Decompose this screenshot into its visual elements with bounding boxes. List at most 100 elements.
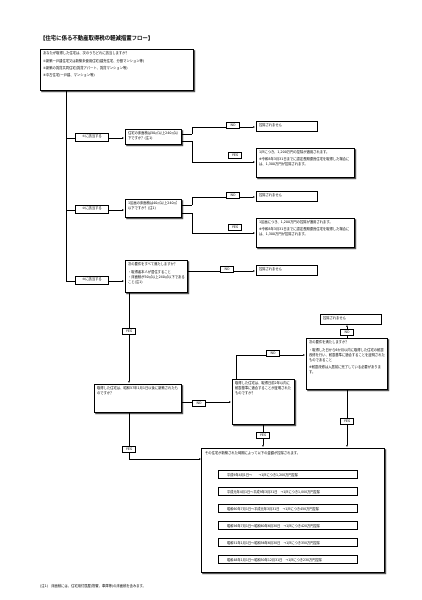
connector	[182, 205, 192, 206]
arrow-icon	[253, 125, 255, 128]
branch3-no-result-box: 控除されません	[256, 265, 318, 276]
branch2-question-box: 1区画の床面積は40㎡以上240㎡以下ですか？(注1)	[125, 199, 182, 218]
deduction-row: 昭和51年1月1日〜昭和56年6月30日 →1戸につき350万円控除	[218, 538, 358, 547]
branch1-yes-label: YES	[228, 152, 242, 159]
deduction-row: 平成9年4月1日〜 →1戸につき1,200万円控除	[218, 470, 358, 479]
extra-req-note: ※耐震改修は入居前に完了している必要があります。	[309, 365, 381, 375]
connector	[192, 162, 254, 163]
arrow-icon	[253, 160, 255, 163]
age-check-question: 取得した住宅は、昭和57年1月1日以後に新築されたものですか？	[97, 386, 178, 396]
quake-check-no-label: NO	[266, 350, 280, 357]
intro-question: あなたが取得した住宅は、次のうちどれに該当しますか？	[43, 51, 129, 56]
connector	[109, 210, 123, 211]
connector	[66, 281, 75, 282]
intro-option-3: ③中古住宅(一戸建、マンション等)	[43, 73, 95, 78]
branch2-yes-label: YES	[228, 224, 242, 231]
connector	[66, 91, 67, 281]
branch3-no-label: NO	[220, 266, 234, 273]
connector	[192, 197, 193, 205]
extra-req-no-result: 控除されません	[323, 316, 346, 321]
age-check-box: 取得した住宅は、昭和57年1月1日以後に新築されたものですか？	[94, 384, 182, 413]
branch2-yes-result-1: 1区画につき、1,200万円の控除が適用されます。	[259, 220, 333, 225]
connector	[182, 213, 192, 214]
connector	[129, 293, 130, 381]
extra-req-yes-label: YES	[340, 418, 354, 425]
age-check-no-label: NO	[192, 400, 206, 407]
extra-req-body: ・取得した日から6か月以内に取得した住宅の耐震改修を行い、耐震基準に適合すること…	[309, 348, 385, 362]
connector	[66, 138, 75, 139]
connector	[129, 413, 130, 459]
branch1-question-box: 住宅の床面積は50㎡以上240㎡以下ですか？(注1)	[125, 129, 182, 145]
branch1-no-result: 控除されません	[259, 123, 282, 128]
branch2-yes-result-2: ※令和8年3月31日までに認定長期優良住宅を取得した場合には、1,300万円が控…	[259, 227, 350, 236]
arrow-icon	[253, 269, 255, 272]
deduction-row: 昭和56年7月1日〜昭和60年6月30日 →1戸につき420万円控除	[218, 521, 358, 530]
connector	[192, 233, 254, 234]
quake-check-box: 取得した住宅は、取得日前2年以内に耐震基準に適合することが証明されたものですか？	[232, 379, 295, 425]
deduction-row: 昭和48年1月1日〜昭和50年12月31日 →1戸につき230万円控除	[218, 555, 358, 564]
branch1-no-result-box: 控除されません	[256, 121, 318, 132]
branch1-yes-result-1: 1戸につき、1,200万円の控除が適用されます。	[259, 150, 330, 155]
connector	[192, 213, 193, 233]
arrow-icon	[122, 279, 124, 282]
connector	[109, 281, 123, 282]
quake-check-yes-label: YES	[256, 432, 270, 439]
branch3-yes-label: YES	[122, 328, 136, 335]
arrow-icon	[253, 231, 255, 234]
arrow-icon	[303, 353, 305, 356]
arrow-icon	[122, 208, 124, 211]
extra-req-box: 次の要件を満たしますか？ ・取得した日から6か月以内に取得した住宅の耐震改修を行…	[306, 338, 388, 390]
branch2-no-result-box: 控除されません	[256, 191, 318, 202]
extra-req-no-label: NO	[340, 329, 354, 336]
arrow-icon	[345, 445, 348, 447]
branch1-yes-result-2: ※令和8年3月31日までに認定長期優良住宅を取得した場合には、1,300万円が控…	[259, 157, 350, 166]
arrow-icon	[199, 457, 201, 460]
branch2-question: 1区画の床面積は40㎡以上240㎡以下ですか？(注1)	[128, 201, 177, 211]
arrow-icon	[229, 400, 231, 403]
footnote: (注1) 床面積には、住宅用付属屋(物置、車庫等)の床面積を含みます。	[40, 584, 146, 588]
branch3-question: 次の要件をすべて満たしますか？	[128, 262, 178, 267]
deduction-table-header: その住宅が新築された時期によって以下の金額が控除されます。	[205, 451, 301, 455]
age-check-yes-label: YES	[122, 446, 136, 453]
branch3-label: ③に該当する	[75, 276, 109, 285]
arrow-icon	[122, 136, 124, 139]
arrow-icon	[345, 325, 348, 327]
branch2-no-label: NO	[226, 192, 240, 199]
connector	[192, 127, 253, 128]
branch1-question: 住宅の床面積は50㎡以上240㎡以下ですか？(注1)	[128, 131, 179, 141]
intro-option-2: ②新築の賃貸共同住宅(賃貸アパート、賃貸マンション等)	[43, 65, 128, 70]
branch2-yes-result-box: 1区画につき、1,200万円の控除が適用されます。 ※令和8年3月31日までに認…	[256, 218, 355, 248]
connector	[192, 141, 193, 162]
branch1-label: ①に該当する	[75, 133, 109, 142]
intro-question-box: あなたが取得した住宅は、次のうちどれに該当しますか？ ①新築一戸建住宅又は新築未…	[40, 49, 194, 91]
arrow-icon	[253, 195, 255, 198]
branch1-no-label: NO	[226, 122, 240, 129]
connector	[192, 127, 193, 134]
extra-req-question: 次の要件を満たしますか？	[309, 340, 349, 345]
deduction-row: 平成元年4月1日〜平成9年3月31日 →1戸につき1,000万円控除	[218, 487, 358, 496]
connector	[347, 390, 348, 445]
extra-req-no-result-box: 控除されません	[320, 314, 382, 325]
arrow-icon	[127, 381, 130, 383]
connector	[129, 459, 200, 460]
connector	[182, 402, 230, 403]
intro-option-1: ①新築一戸建住宅又は新築未使用住宅(建売住宅、分譲マンション等)	[43, 58, 145, 63]
branch2-no-result: 控除されません	[259, 193, 282, 198]
connector	[109, 138, 123, 139]
branch3-req-2: ・床面積が50㎡以上240㎡以下であること(注1)	[128, 274, 185, 284]
connector	[192, 197, 253, 198]
branch1-yes-result-box: 1戸につき、1,200万円の控除が適用されます。 ※令和8年3月31日までに認定…	[256, 148, 355, 178]
deduction-row: 昭和60年7月1日〜平成元年3月31日 →1戸につき450万円控除	[218, 504, 358, 513]
connector	[182, 141, 192, 142]
branch3-req-1: ・取得者本人が居住すること	[128, 270, 171, 275]
connector	[236, 355, 237, 379]
quake-check-question: 取得した住宅は、取得日前2年以内に耐震基準に適合することが証明されたものですか？	[235, 381, 292, 395]
page-title: 【住宅に係る不動産取得税の軽減措置フロー】	[40, 36, 154, 42]
branch3-question-box: 次の要件をすべて満たしますか？ ・取得者本人が居住すること ・床面積が50㎡以上…	[125, 260, 188, 293]
connector	[182, 134, 192, 135]
branch2-label: ②に該当する	[75, 205, 109, 214]
branch3-no-result: 控除されません	[259, 267, 282, 272]
connector	[66, 210, 75, 211]
arrow-icon	[261, 445, 264, 447]
